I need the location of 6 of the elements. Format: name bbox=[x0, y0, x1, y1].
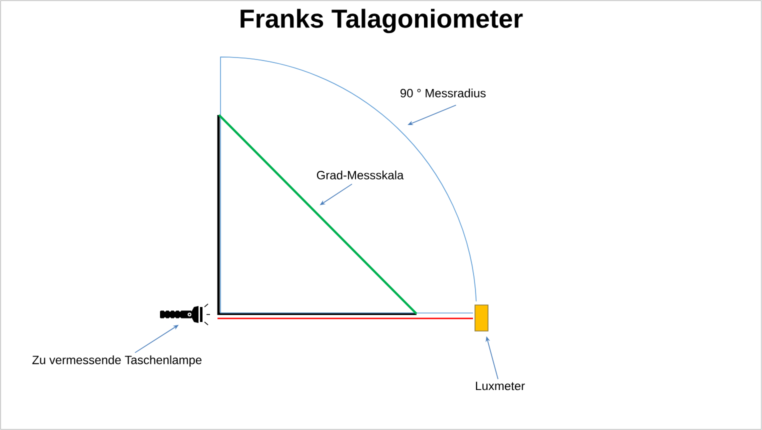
callout-label: Luxmeter bbox=[476, 382, 525, 390]
flashlight-icon bbox=[160, 304, 210, 326]
callout-label: 90 ° Messradius bbox=[400, 88, 486, 98]
title: Franks Talagoniometer bbox=[240, 8, 523, 34]
luxmeter-box bbox=[474, 304, 488, 332]
callout-label: Zu vermessende Taschenlampe bbox=[32, 355, 202, 367]
